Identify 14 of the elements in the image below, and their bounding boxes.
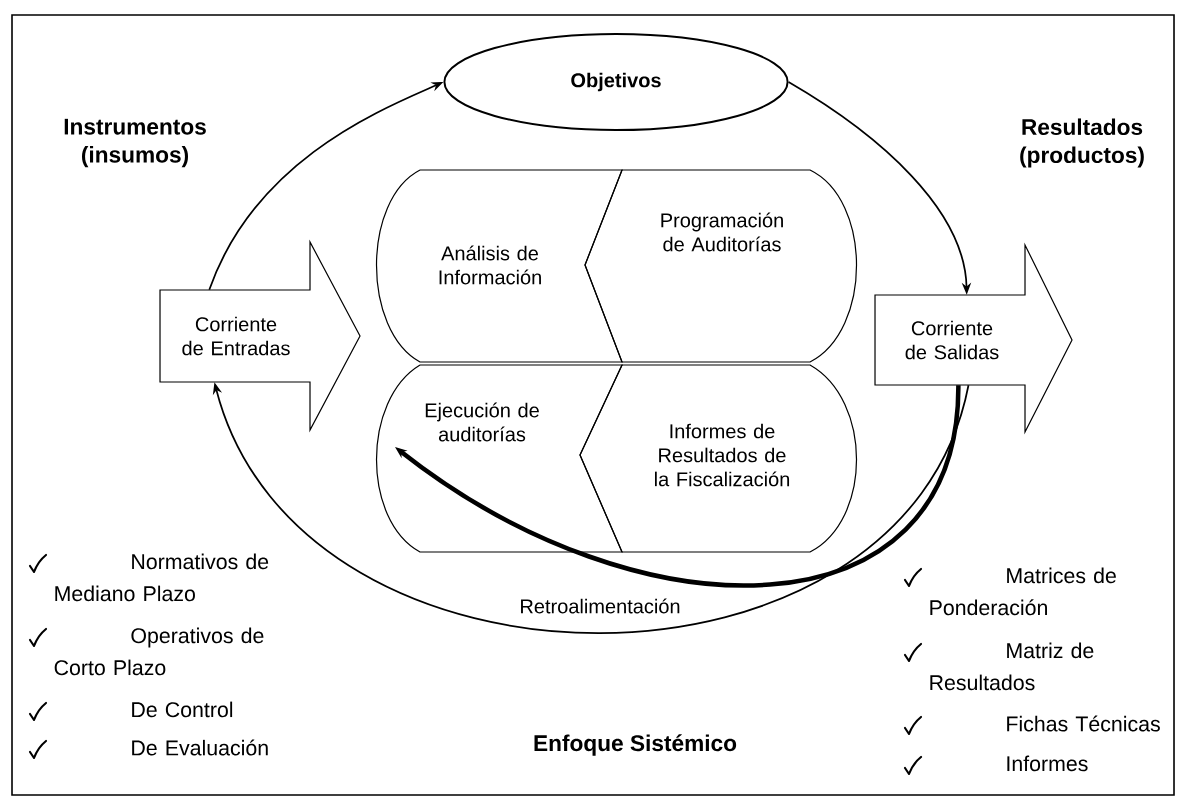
heading: Instrumentos (insumos) — [64, 118, 206, 168]
list-item: De Control — [132, 701, 233, 718]
heading: Resultados (productos) — [1020, 118, 1144, 168]
feedback-label: Retroalimentación — [521, 598, 680, 614]
list-item: Fichas Técnicas — [1007, 715, 1160, 732]
process-shape: Ejecución de auditorías — [375, 364, 623, 553]
list-item: Informes — [1007, 755, 1088, 772]
list-item: Matrices de Ponderación — [930, 567, 1116, 616]
title: Enfoque Sistémico — [534, 734, 737, 756]
list-item: Operativos de Corto Plazo — [54, 627, 264, 676]
list-item: Matriz de Resultados — [930, 642, 1094, 691]
list-item: De Evaluación — [132, 739, 268, 756]
list-item: Normativos de Mediano Plazo — [55, 553, 269, 602]
process-shape: Análisis de Información — [375, 169, 623, 363]
